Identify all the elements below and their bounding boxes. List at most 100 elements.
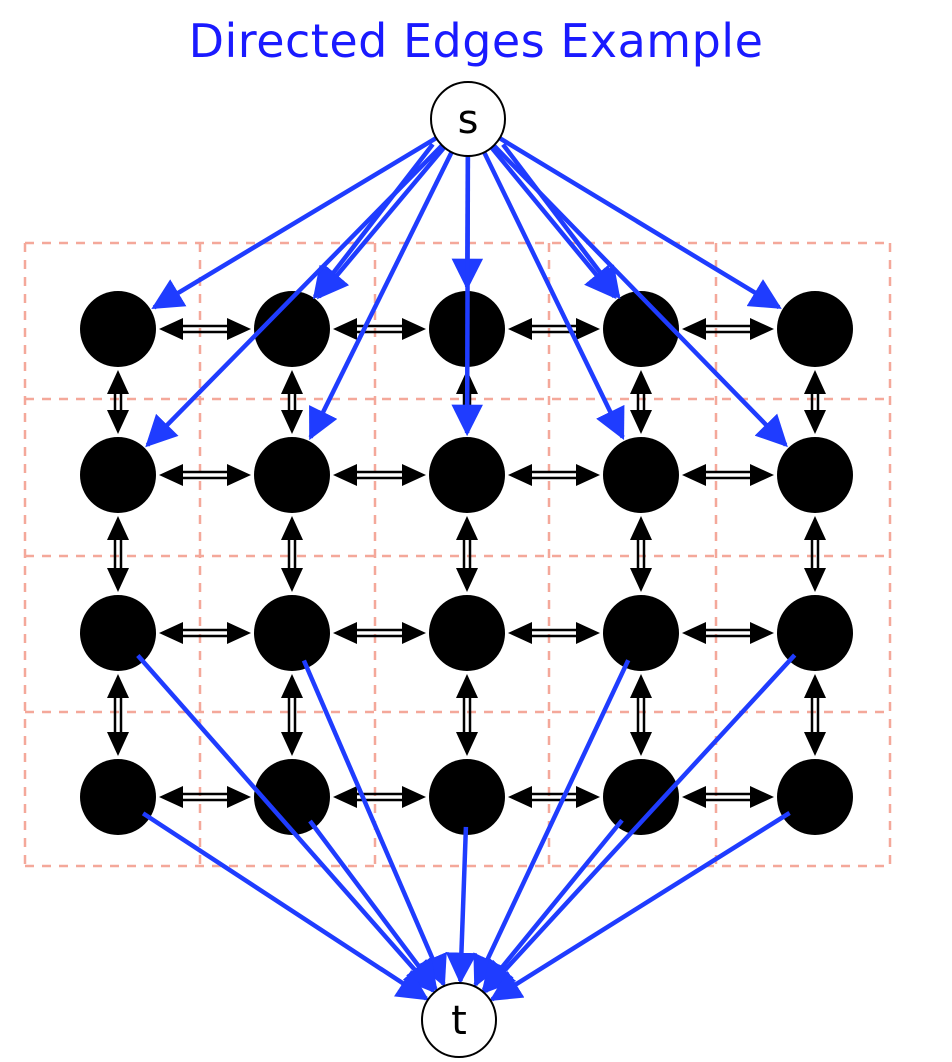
grid-node <box>254 291 330 367</box>
sink-edge <box>301 659 447 988</box>
arrowhead <box>682 786 706 808</box>
source-edge <box>451 151 483 437</box>
arrowhead <box>750 464 774 486</box>
grid-node <box>777 595 853 671</box>
grid-node <box>603 437 679 513</box>
arrowhead <box>804 410 826 434</box>
arrowhead <box>682 622 706 644</box>
grid-node <box>603 595 679 671</box>
source-node <box>430 81 506 157</box>
arrowhead <box>576 622 600 644</box>
grid-node <box>603 291 679 367</box>
grid-node <box>80 291 156 367</box>
sink-edge <box>483 653 797 994</box>
arrowhead <box>227 318 251 340</box>
arrowhead <box>281 568 303 592</box>
grid-edge <box>281 370 303 434</box>
arrowhead <box>159 622 183 644</box>
sink-edge <box>141 811 429 1001</box>
grid-edge <box>333 318 426 340</box>
pixel-grid <box>23 241 892 868</box>
arrowhead <box>402 318 426 340</box>
grid-edge <box>333 464 426 486</box>
arrowhead <box>630 732 652 756</box>
grid-edge <box>159 464 251 486</box>
arrowhead <box>333 622 357 644</box>
arrowhead <box>508 318 532 340</box>
source-edge <box>489 141 788 448</box>
grid-edge <box>682 786 774 808</box>
grid-edge <box>630 516 652 592</box>
grid-nodes <box>80 291 853 835</box>
grid-edge <box>508 622 600 644</box>
arrowhead <box>159 464 183 486</box>
arrowhead <box>804 674 826 698</box>
sink-edge <box>481 818 624 993</box>
grid-edge <box>508 464 600 486</box>
arrowhead <box>333 318 357 340</box>
sink-edge <box>308 819 438 992</box>
diagram-title: Directed Edges Example <box>188 14 764 68</box>
source-edge <box>480 147 625 441</box>
grid-edge <box>804 516 826 592</box>
grid-edge <box>333 622 426 644</box>
source-edge <box>501 143 621 300</box>
grid-edge <box>456 516 478 592</box>
grid-node <box>777 759 853 835</box>
grid-edge <box>682 318 774 340</box>
grid-edge <box>159 318 251 340</box>
arrowhead <box>630 568 652 592</box>
grid-node <box>254 759 330 835</box>
source-edge <box>312 142 435 300</box>
arrowhead <box>750 318 774 340</box>
arrowhead <box>107 732 129 756</box>
arrowhead <box>630 674 652 698</box>
arrowhead <box>804 516 826 540</box>
source-edge <box>316 142 449 300</box>
terminal-edges <box>136 134 797 1002</box>
grid-node <box>429 759 505 835</box>
arrowhead <box>281 370 303 394</box>
arrowhead <box>281 516 303 540</box>
grid-edge <box>630 370 652 434</box>
source-edge <box>145 140 447 448</box>
grid-edge <box>281 516 303 592</box>
grid-edge <box>508 318 600 340</box>
sink-node <box>421 982 497 1058</box>
arrowhead <box>682 318 706 340</box>
arrowhead <box>333 464 357 486</box>
arrowhead <box>456 516 478 540</box>
arrowhead <box>402 464 426 486</box>
arrowhead <box>227 464 251 486</box>
arrowhead <box>281 674 303 698</box>
grid-node <box>80 437 156 513</box>
grid-node <box>80 759 156 835</box>
grid-edge <box>682 464 774 486</box>
arrowhead <box>281 410 303 434</box>
grid-node <box>254 437 330 513</box>
sink-edge <box>489 811 791 1002</box>
arrowhead <box>630 370 652 394</box>
terminal-nodes: s t <box>421 81 506 1058</box>
arrowhead <box>402 786 426 808</box>
arrowhead <box>227 786 251 808</box>
arrowhead <box>333 786 357 808</box>
grid-edge <box>630 674 652 756</box>
arrowhead <box>804 370 826 394</box>
arrowhead <box>227 622 251 644</box>
arrowhead <box>576 786 600 808</box>
arrowhead <box>456 732 478 756</box>
sink-edge <box>136 654 436 994</box>
grid-edge <box>281 674 303 756</box>
grid-edge <box>682 622 774 644</box>
grid-edge <box>107 674 129 756</box>
arrowhead <box>508 786 532 808</box>
arrowhead <box>508 464 532 486</box>
grid-edge <box>107 370 129 434</box>
arrowhead <box>750 622 774 644</box>
arrowhead <box>107 568 129 592</box>
source-edge <box>495 134 782 310</box>
arrowhead <box>508 622 532 644</box>
arrowhead <box>107 410 129 434</box>
